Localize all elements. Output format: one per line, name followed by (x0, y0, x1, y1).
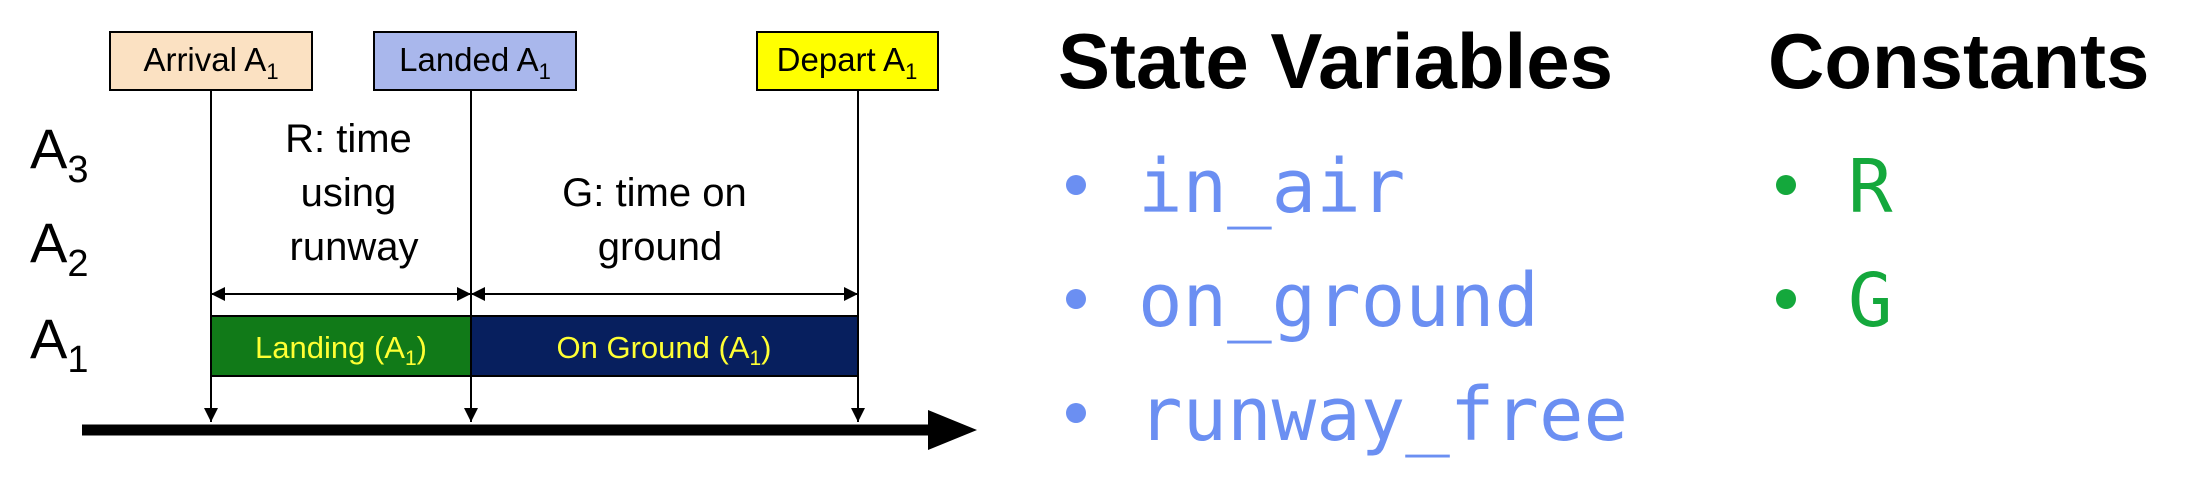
bullet-icon (1066, 289, 1086, 310)
depart-event-label: Depart A1 (777, 41, 918, 84)
row-label-a3-text: A (30, 117, 68, 180)
list-item: on_ground (1066, 264, 1539, 338)
row-label-a1: A1 (30, 307, 89, 381)
depart-event-text: Depart A (777, 41, 905, 78)
on-ground-bar-subscript: 1 (749, 347, 761, 370)
on-ground-bar: On Ground (A1) (470, 315, 859, 377)
state-variable-on-ground: on_ground (1138, 258, 1539, 344)
bullet-icon (1066, 403, 1086, 424)
landed-event-subscript: 1 (539, 59, 551, 84)
row-label-a3: A3 (30, 117, 89, 191)
state-variables-heading: State Variables (1058, 17, 1613, 105)
row-label-a3-subscript: 3 (67, 149, 88, 191)
constant-r: R (1848, 144, 1893, 230)
ground-interval-label: G: time on ground (562, 171, 758, 269)
arrival-event-label: Arrival A1 (143, 41, 278, 84)
ground-interval-line-2: ground (598, 225, 723, 269)
list-item: runway_free (1066, 378, 1628, 452)
constants-heading: Constants (1768, 17, 2150, 105)
row-label-a1-subscript: 1 (67, 339, 88, 381)
state-variable-runway-free: runway_free (1138, 372, 1629, 458)
row-label-a2: A2 (30, 211, 89, 285)
landed-event-text: Landed A (399, 41, 538, 78)
landing-bar-label: Landing (A1) (255, 330, 427, 370)
row-label-a1-text: A (30, 307, 68, 370)
depart-event-rect (756, 31, 939, 91)
arrival-event-subscript: 1 (266, 59, 278, 84)
ground-interval-line-1: G: time on (562, 171, 747, 215)
timeline-diagram: Arrival A1 Landed A1 Depart A1 A3 A2 A1 … (30, 31, 977, 450)
depart-event-box: Depart A1 (756, 31, 939, 91)
runway-interval-line-2: using (301, 171, 397, 215)
landed-event-rect (373, 31, 577, 91)
landed-event-box: Landed A1 (373, 31, 577, 91)
arrival-event-box: Arrival A1 (109, 31, 313, 91)
list-item: G (1776, 264, 1893, 338)
arrival-event-rect (109, 31, 313, 91)
row-label-a2-text: A (30, 211, 68, 274)
landing-bar-text: Landing (A (255, 330, 405, 365)
runway-interval-line-3: runway (290, 225, 419, 269)
runway-interval-line-1: R: time (285, 117, 412, 161)
landing-bar-close: ) (417, 330, 427, 365)
landing-bar-rect (210, 315, 472, 377)
runway-interval-label: R: time using runway (285, 117, 423, 269)
on-ground-bar-rect (470, 315, 859, 377)
time-axis-arrowhead (928, 410, 977, 450)
bullet-icon (1776, 289, 1796, 310)
bullet-icon (1776, 175, 1796, 196)
on-ground-bar-close: ) (761, 330, 771, 365)
on-ground-bar-label: On Ground (A1) (557, 330, 772, 370)
list-item: in_air (1066, 150, 1405, 224)
arrival-event-text: Arrival A (143, 41, 266, 78)
state-variable-in-air: in_air (1138, 144, 1406, 230)
row-label-a2-subscript: 2 (67, 243, 88, 285)
depart-event-subscript: 1 (905, 59, 917, 84)
on-ground-bar-text: On Ground (A (557, 330, 750, 365)
landing-bar: Landing (A1) (210, 315, 472, 377)
landing-bar-subscript: 1 (405, 347, 417, 370)
list-item: R (1776, 150, 1893, 224)
constant-g: G (1848, 258, 1893, 344)
landed-event-label: Landed A1 (399, 41, 551, 84)
bullet-icon (1066, 175, 1086, 196)
